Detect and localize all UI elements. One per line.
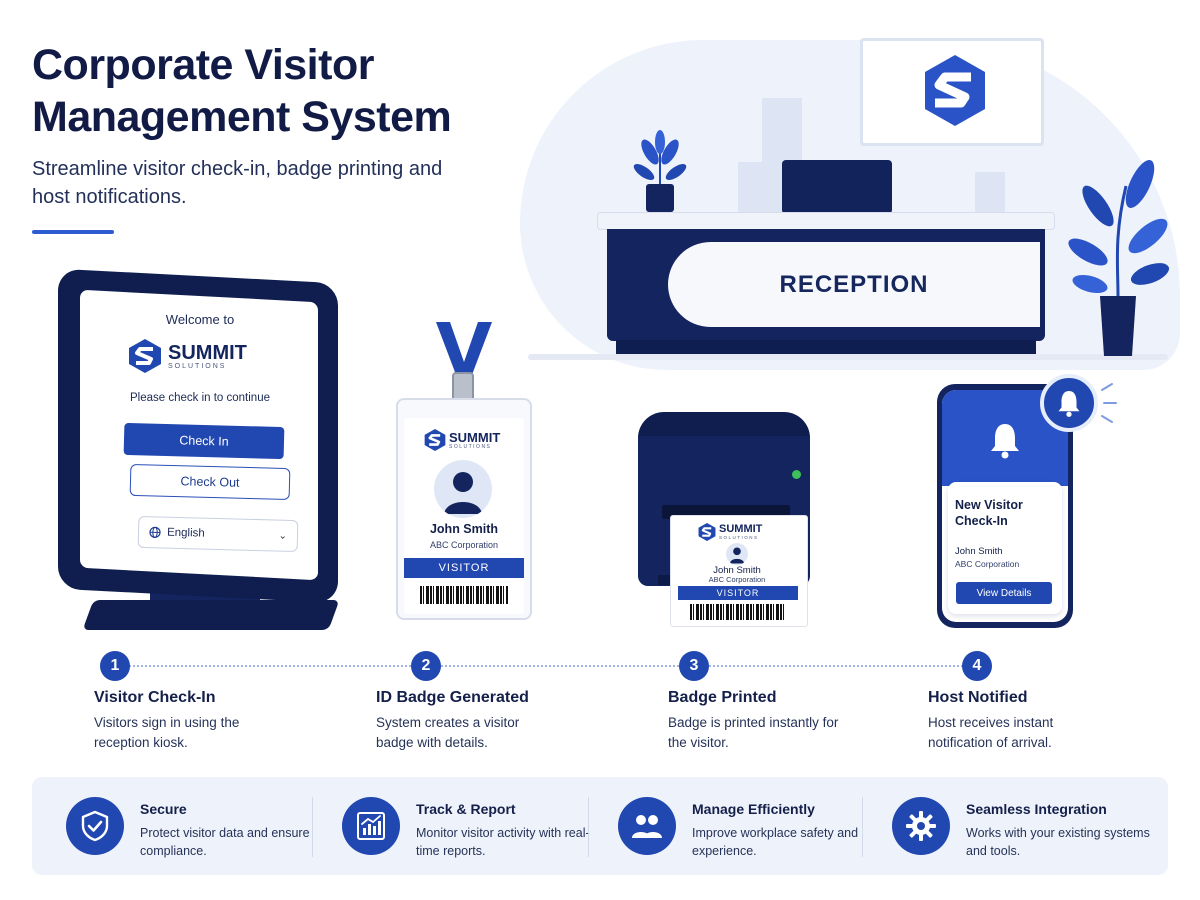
building-illustration	[975, 172, 1005, 216]
badge-visitor-company: ABC Corporation	[429, 540, 499, 550]
summit-logo-icon	[129, 339, 161, 373]
badge-brand-logo: SUMMIT SOLUTIONS	[424, 428, 500, 452]
kiosk-welcome-text: Welcome to	[165, 312, 235, 327]
printed-badge-brand-name: SUMMIT	[719, 523, 763, 535]
printer-top	[638, 412, 810, 438]
printed-badge-company: ABC Corporation	[708, 575, 766, 584]
reception-desk-base	[616, 340, 1036, 356]
reception-computer	[782, 160, 892, 214]
summit-logo-icon	[698, 523, 716, 541]
chevron-down-icon: ⌄	[278, 530, 288, 542]
bell-icon	[1058, 391, 1080, 417]
feature-manage-efficiently: Manage Efficiently Improve workplace saf…	[618, 797, 878, 860]
building-illustration	[738, 162, 768, 218]
check-out-button[interactable]: Check Out	[129, 463, 291, 501]
plant-icon	[633, 130, 687, 212]
feature-divider	[588, 797, 589, 857]
feature-title: Seamless Integration	[966, 801, 1107, 817]
step-title: Badge Printed	[668, 689, 777, 706]
printed-badge-brand-logo: SUMMIT SOLUTIONS	[698, 522, 762, 542]
feature-description: Protect visitor data and ensure complian…	[140, 826, 310, 859]
feature-track-report: Track & Report Monitor visitor activity …	[342, 797, 602, 860]
notification-visitor-name: John Smith	[955, 546, 1003, 557]
kiosk-brand-name: SUMMIT	[168, 341, 247, 364]
reception-desk-panel: RECEPTION	[668, 242, 1040, 327]
badge-visitor-tag: VISITOR	[404, 558, 524, 578]
feature-title: Secure	[140, 801, 187, 817]
feature-secure: Secure Protect visitor data and ensure c…	[66, 797, 326, 860]
large-plant-icon	[1068, 160, 1170, 356]
printed-badge-visitor-tag: VISITOR	[678, 586, 798, 600]
kiosk-brand-logo: SUMMIT SOLUTIONS	[128, 338, 247, 374]
step-title: Host Notified	[928, 689, 1028, 706]
summit-logo-icon	[424, 429, 446, 451]
step-title: Visitor Check-In	[94, 689, 216, 706]
feature-seamless-integration: Seamless Integration Works with your exi…	[892, 797, 1152, 860]
avatar	[434, 460, 492, 518]
signal-waves-icon	[1101, 383, 1117, 423]
shield-check-icon	[66, 797, 124, 855]
title-accent-line	[32, 230, 114, 234]
reception-desk-top	[597, 212, 1055, 230]
step-number: 1	[100, 651, 130, 681]
printed-badge-name: John Smith	[713, 565, 761, 576]
feature-divider	[862, 797, 863, 857]
user-icon	[444, 472, 482, 514]
kiosk-brand-sub: SOLUTIONS	[168, 362, 227, 370]
kiosk-prompt: Please check in to continue	[129, 392, 270, 404]
avatar	[726, 543, 748, 565]
feature-description: Monitor visitor activity with real-time …	[416, 826, 590, 859]
feature-divider	[312, 797, 313, 857]
bell-icon	[991, 424, 1019, 459]
feature-description: Works with your existing systems and too…	[966, 826, 1150, 859]
notification-visitor-company: ABC Corporation	[955, 559, 1020, 569]
step-description: System creates a visitor badge with deta…	[376, 715, 520, 750]
gear-icon	[892, 797, 950, 855]
badge-visitor-name: John Smith	[429, 522, 499, 536]
summit-logo-icon	[925, 55, 985, 126]
step-title: ID Badge Generated	[376, 689, 529, 706]
lanyard-icon	[436, 322, 492, 380]
step-description: Host receives instant notification of ar…	[928, 715, 1054, 750]
reception-label: RECEPTION	[779, 270, 929, 298]
users-icon	[618, 797, 676, 855]
barcode	[690, 604, 786, 620]
printed-badge-brand-sub: SOLUTIONS	[719, 535, 759, 540]
notification-title: New Visitor Check-In	[955, 498, 1023, 528]
badge-brand-name: SUMMIT	[449, 429, 501, 445]
floor-line	[528, 354, 1168, 360]
step-description: Badge is printed instantly for the visit…	[668, 715, 839, 750]
steps-connector	[118, 665, 978, 667]
page-subtitle: Streamline visitor check-in, badge print…	[32, 158, 443, 208]
globe-icon	[149, 526, 161, 538]
user-icon	[729, 547, 745, 564]
step-number: 4	[962, 651, 992, 681]
barcode	[420, 586, 508, 604]
language-value: English	[166, 526, 205, 540]
notification-badge	[1040, 374, 1098, 432]
feature-description: Improve workplace safety and experience.	[692, 826, 859, 859]
language-select[interactable]: English ⌄	[137, 515, 299, 553]
step-number: 3	[679, 651, 709, 681]
step-description: Visitors sign in using the reception kio…	[94, 715, 240, 750]
badge-brand-sub: SOLUTIONS	[449, 443, 492, 450]
feature-title: Track & Report	[416, 801, 516, 817]
check-in-button[interactable]: Check In	[123, 422, 285, 460]
printer-status-light	[792, 470, 801, 479]
kiosk-base	[82, 600, 340, 630]
step-number: 2	[411, 651, 441, 681]
chart-icon	[342, 797, 400, 855]
page-title: Corporate Visitor Management System	[32, 41, 452, 141]
features-panel	[32, 777, 1168, 875]
feature-title: Manage Efficiently	[692, 801, 815, 817]
view-details-button[interactable]: View Details	[956, 582, 1052, 604]
wall-screen	[860, 38, 1044, 146]
